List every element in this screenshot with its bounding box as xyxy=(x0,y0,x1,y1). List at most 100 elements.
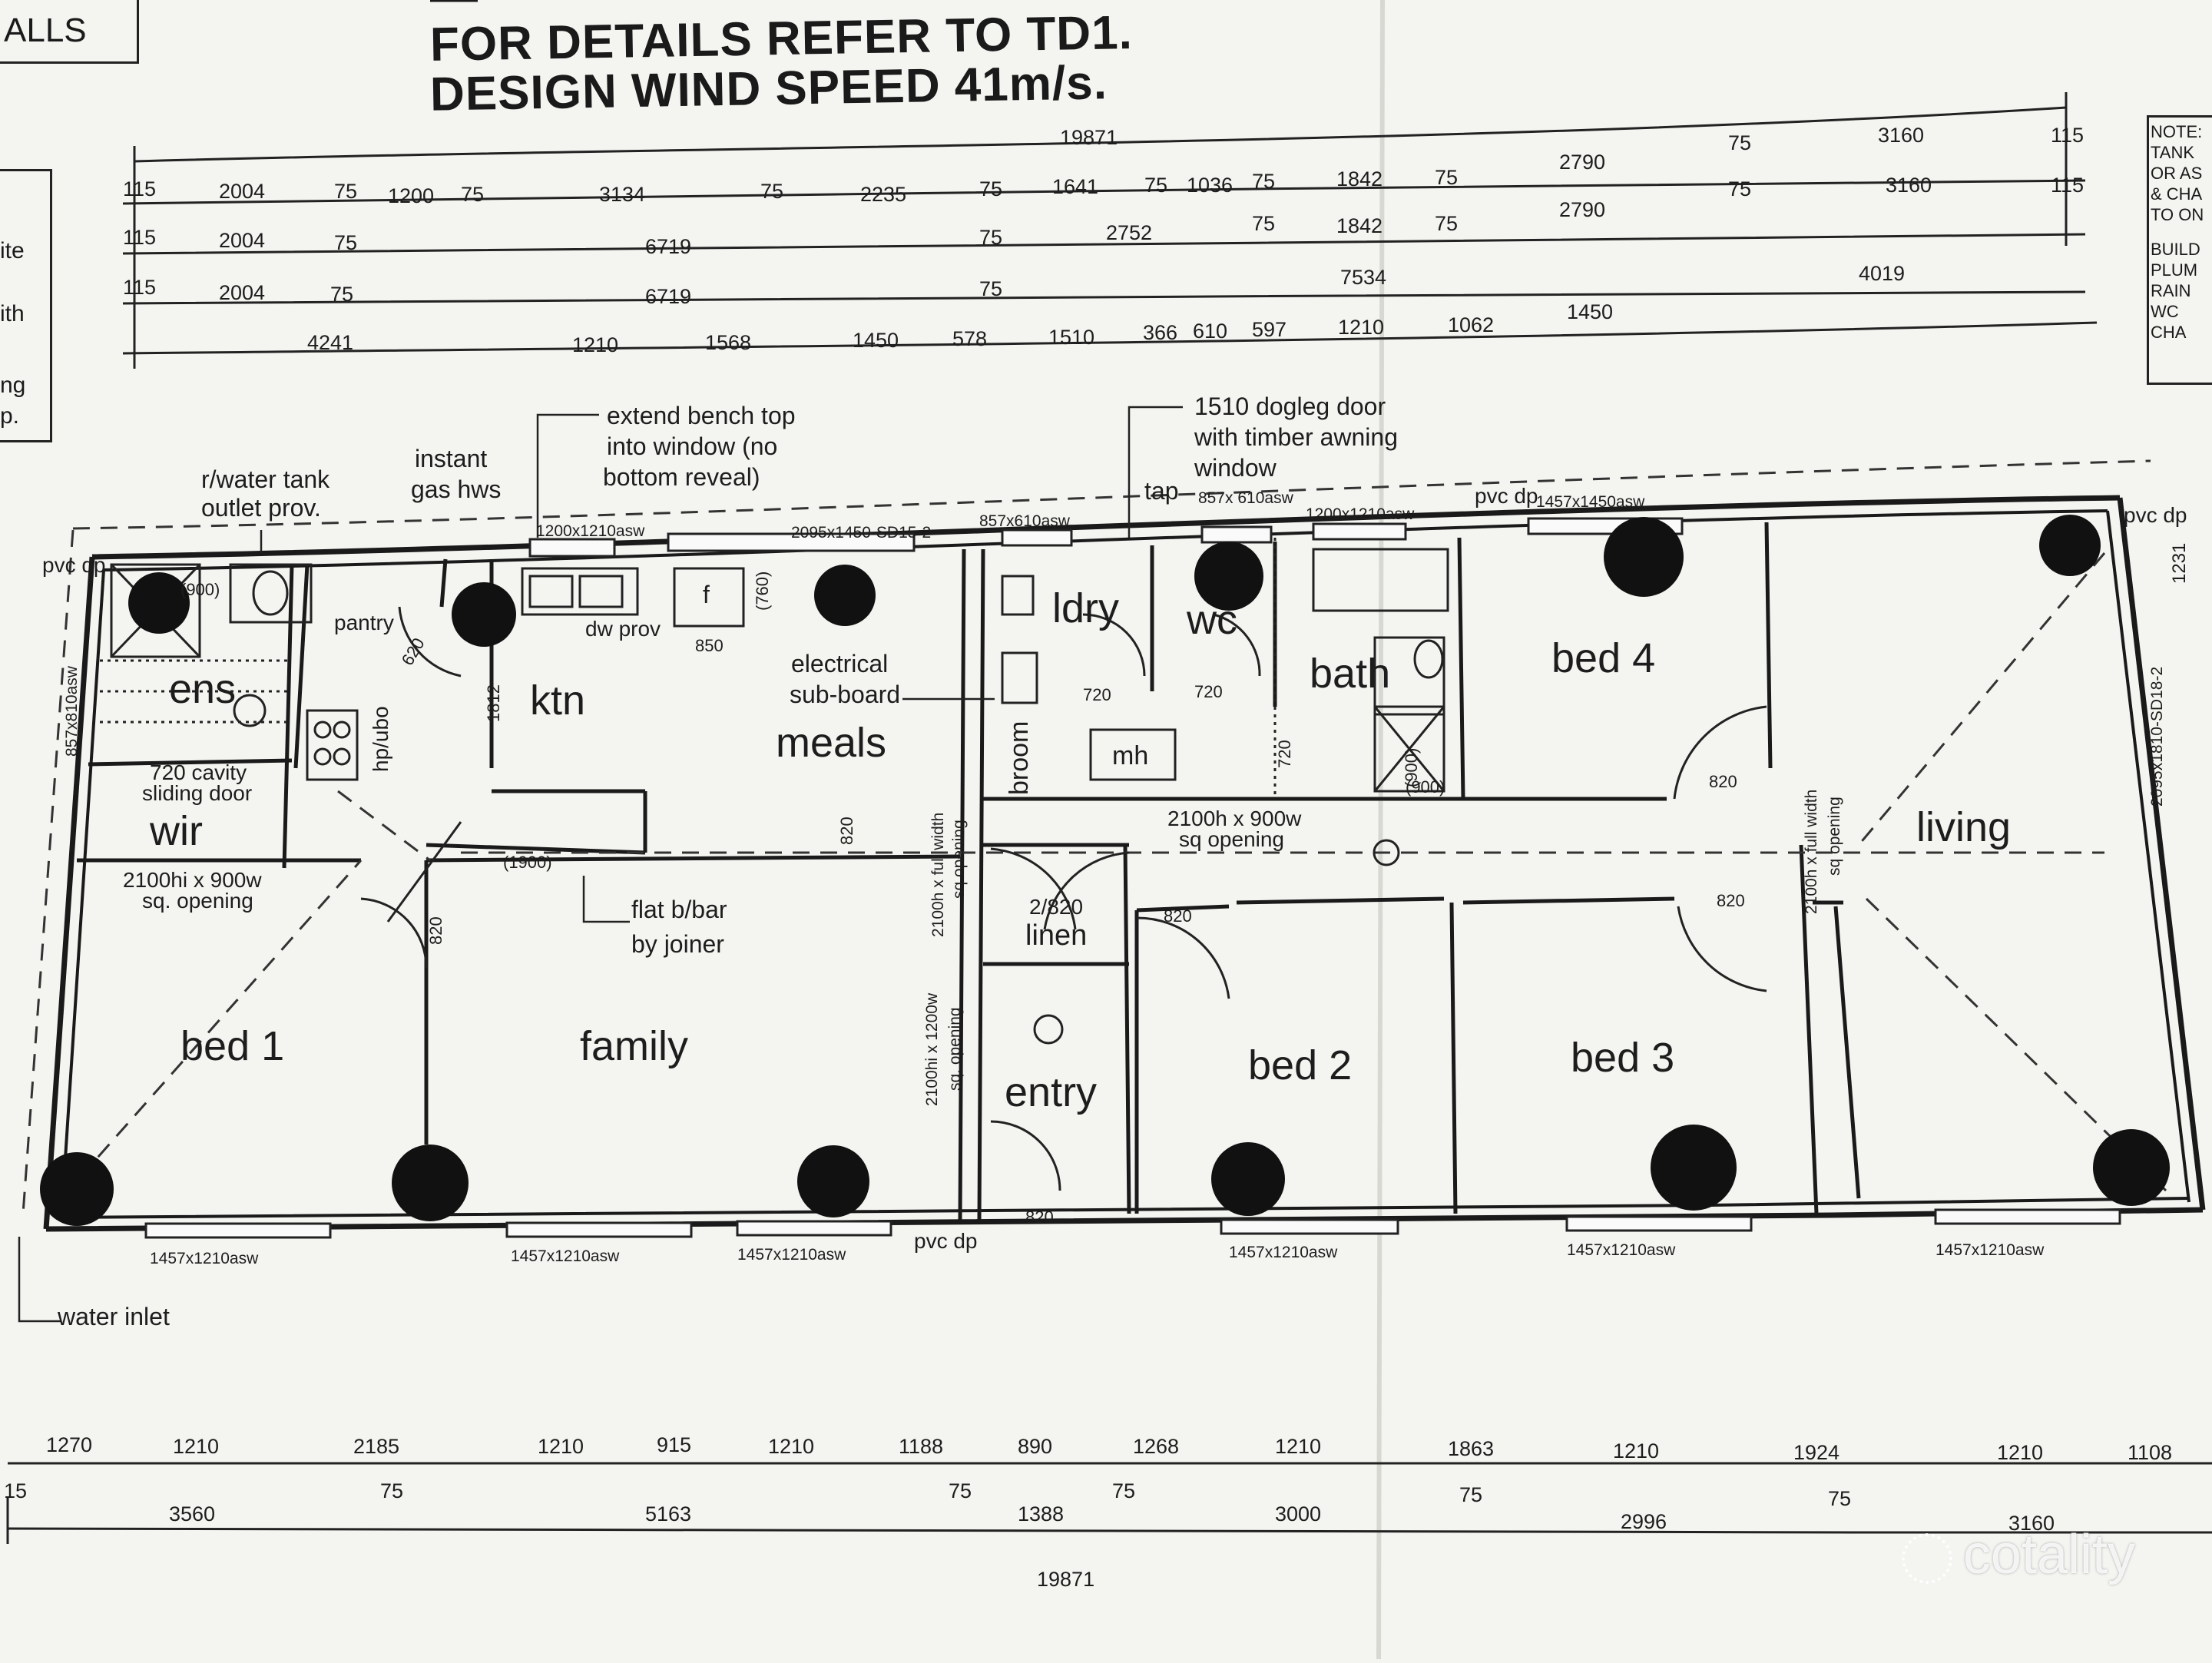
dim: 2996 xyxy=(1621,1510,1667,1533)
dim: 75 xyxy=(1252,212,1275,235)
dim: 2004 xyxy=(219,281,265,304)
dim: 597 xyxy=(1252,318,1286,341)
laundry-tub xyxy=(1001,575,1035,616)
note-dwprov: dw prov xyxy=(585,617,661,641)
note-opening-1a: 2100hi x 900w xyxy=(123,868,262,892)
note-sliding-1: 720 cavity xyxy=(150,760,247,784)
opening-label: 2100hi x 1200w xyxy=(923,992,941,1106)
room-ktn: ktn xyxy=(530,677,585,724)
note-bench-3: bottom reveal) xyxy=(603,463,760,491)
dim-bottom-total: 19871 xyxy=(1037,1568,1094,1591)
dim: (900) xyxy=(1402,748,1421,787)
watermark-text: cotality xyxy=(1962,1524,2135,1585)
window-label: 2095x1810-SD18-2 xyxy=(2148,667,2166,807)
dim: 890 xyxy=(1018,1435,1052,1458)
right-note-box xyxy=(2147,115,2212,385)
window-frames xyxy=(144,517,2121,1239)
dim: 6719 xyxy=(645,235,691,258)
watermark-dot-icon xyxy=(1901,1532,1952,1584)
room-wir: wir xyxy=(149,808,203,854)
dim: 1568 xyxy=(705,331,751,354)
room-bed3: bed 3 xyxy=(1571,1035,1674,1081)
eave-line xyxy=(72,459,2151,530)
left-margin-box-2 xyxy=(0,169,52,442)
room-wc: wc xyxy=(1186,597,1237,643)
dim-total: 19871 xyxy=(1060,126,1118,149)
note-line: & CHA xyxy=(2151,184,2203,204)
note-pvc-4: pvc dp xyxy=(914,1229,978,1253)
dim: 1510 xyxy=(1048,326,1094,349)
dim: 1210 xyxy=(768,1435,814,1458)
room-ens: ens xyxy=(169,666,236,712)
dim: 3160 xyxy=(1886,174,1932,197)
room-living: living xyxy=(1916,804,2011,850)
cooktop xyxy=(306,709,359,781)
room-labels: bed 1 family ktn meals pantry ens wir ld… xyxy=(149,585,2011,1115)
note-rwater-2: outlet prov. xyxy=(201,494,321,522)
downlight xyxy=(392,1145,469,1221)
downlight xyxy=(452,582,516,647)
dim: 1812 xyxy=(484,684,503,722)
room-meals: meals xyxy=(776,720,886,766)
header-line-0: — xyxy=(430,0,478,24)
annotations: r/water tank outlet prov. instant gas hw… xyxy=(42,393,2187,1330)
note-dogleg-2: with timber awning xyxy=(1194,423,1398,451)
window-label: 1200x1210asw xyxy=(1306,505,1415,523)
dim: 75 xyxy=(1728,131,1751,154)
dim: (760) xyxy=(753,571,772,611)
window-label: 1457x1210asw xyxy=(737,1246,846,1264)
fixtures xyxy=(100,538,1449,1045)
dim: 1863 xyxy=(1448,1437,1494,1460)
note-flat-2: by joiner xyxy=(631,930,724,958)
dim: 820 xyxy=(1717,891,1745,910)
eave-line-left xyxy=(22,529,75,1214)
room-ldry: ldry xyxy=(1052,585,1119,631)
room-linen: linen xyxy=(1025,919,1087,952)
note-opening-1b: sq. opening xyxy=(142,889,253,913)
dim: 75 xyxy=(1435,212,1458,235)
dim: 2752 xyxy=(1106,221,1152,244)
dim: 1450 xyxy=(853,329,899,352)
dim: (900) xyxy=(180,580,220,599)
dim: 1108 xyxy=(2128,1441,2172,1464)
dim: 3160 xyxy=(1878,124,1924,147)
note-line: TANK xyxy=(2151,143,2195,162)
dim: 1210 xyxy=(173,1435,219,1458)
note-dogleg-1: 1510 dogleg door xyxy=(1194,393,1386,420)
dim: 1188 xyxy=(899,1435,943,1458)
dim-row-2: 115 2004 75 6719 75 2752 75 1842 75 2790… xyxy=(123,174,2084,258)
dim: 3134 xyxy=(599,183,645,206)
dim: 115 xyxy=(2051,174,2084,197)
note-line: WC xyxy=(2151,302,2179,321)
window-label: 1457x1450asw xyxy=(1536,493,1645,511)
room-pantry: pantry xyxy=(334,611,394,634)
paper-fold xyxy=(1376,0,1385,1660)
dim: 820 xyxy=(426,916,445,945)
downlights xyxy=(40,515,2170,1226)
note-line: CHA xyxy=(2151,323,2187,342)
dim: 1268 xyxy=(1133,1435,1179,1458)
leader-lines xyxy=(18,406,1183,1323)
dim: 1036 xyxy=(1187,174,1233,197)
dim: 2790 xyxy=(1559,151,1605,174)
dim: 75 xyxy=(979,226,1002,249)
note-sliding-2: sliding door xyxy=(142,781,252,805)
dim: 4241 xyxy=(307,331,353,354)
dim: (900) xyxy=(1406,777,1445,797)
note-hws-2: gas hws xyxy=(411,475,501,503)
dim: 1231 xyxy=(2169,543,2190,584)
note-bench-2: into window (no xyxy=(607,432,777,460)
downlight xyxy=(814,565,876,626)
room-bed1: bed 1 xyxy=(180,1023,284,1069)
note-line: BUILD xyxy=(2151,240,2200,259)
left-margin-text: ite xyxy=(0,238,25,263)
left-margin-text: ith xyxy=(0,301,25,326)
dim: 1210 xyxy=(538,1435,584,1458)
ens-toilet xyxy=(233,694,267,727)
note-line: NOTE: xyxy=(2151,122,2203,141)
downlight xyxy=(40,1152,114,1226)
kitchen-sink xyxy=(521,567,639,616)
note-pvc-1: pvc dp xyxy=(42,553,106,577)
window-label: 1457x1210asw xyxy=(1567,1241,1676,1259)
dim: 1450 xyxy=(1567,300,1613,323)
